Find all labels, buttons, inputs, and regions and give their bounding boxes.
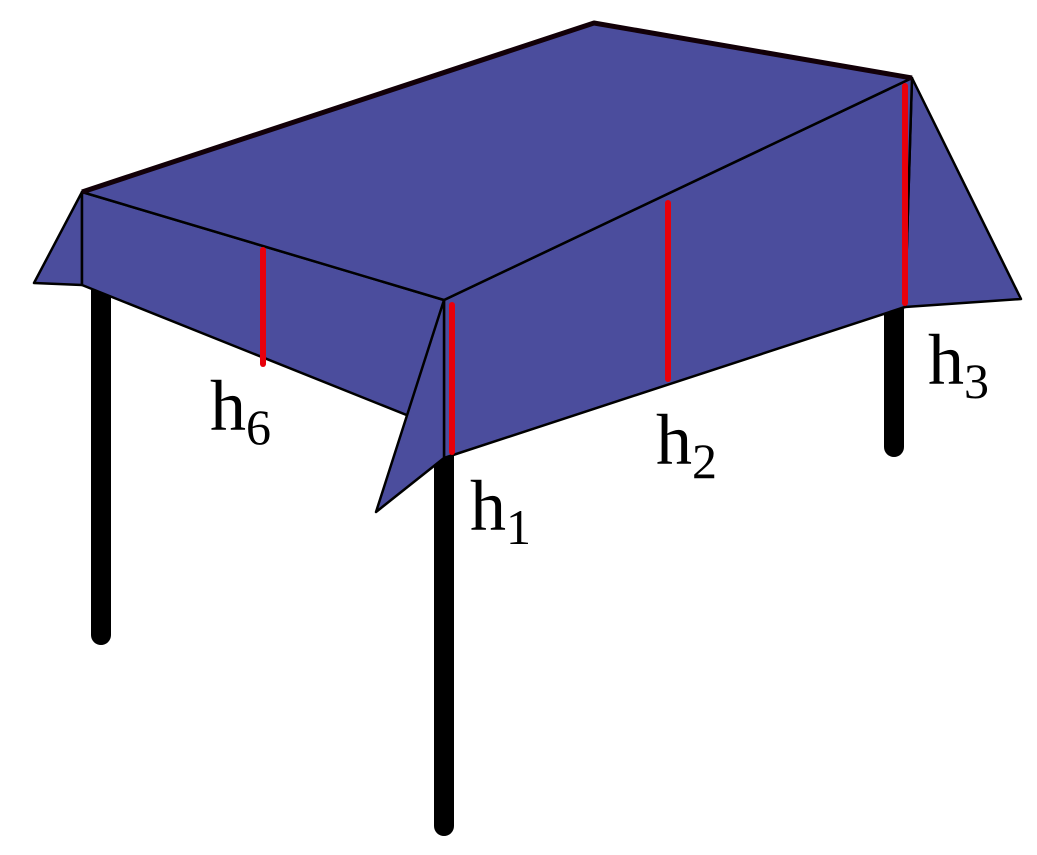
tablecloth-right-flap	[903, 76, 1023, 309]
label-h1: h1	[470, 466, 531, 555]
tablecloth	[32, 20, 1023, 514]
tablecloth-back-edge	[81, 20, 913, 195]
label-h6: h6	[210, 366, 271, 455]
tablecloth-corner-flap	[374, 298, 446, 514]
label-h2: h2	[656, 400, 717, 489]
tablecloth-left-flap	[32, 190, 84, 287]
label-h3: h3	[928, 320, 989, 409]
